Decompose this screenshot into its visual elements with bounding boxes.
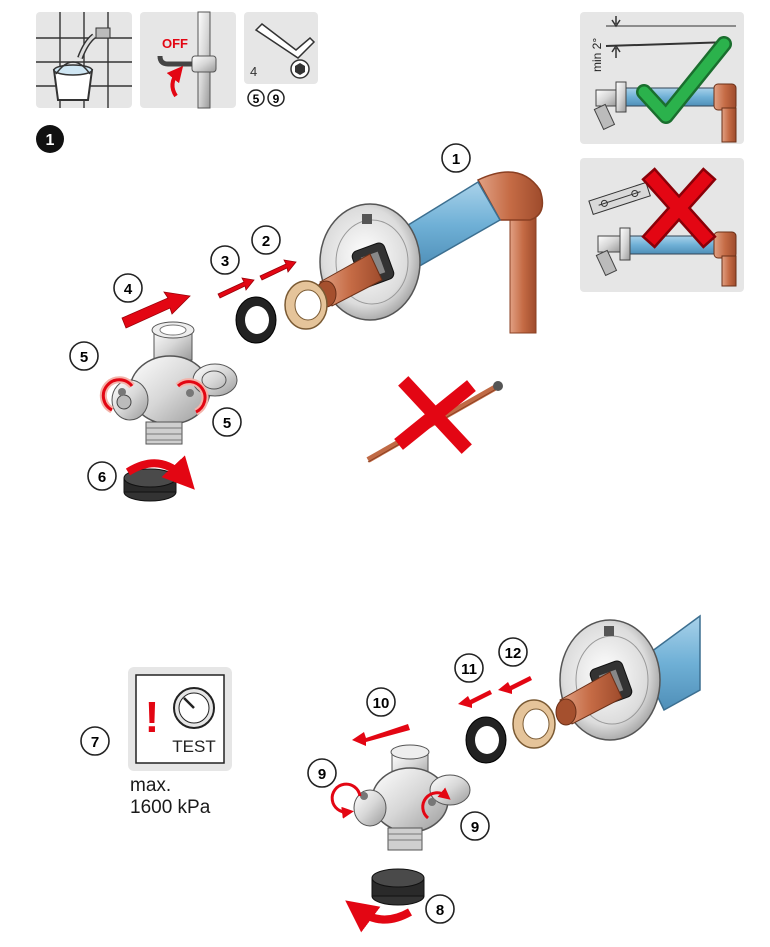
callout-4: 4 (113, 273, 143, 303)
test-label: TEST (172, 737, 215, 756)
lower-seal-ring-brass (512, 699, 556, 749)
callout-3: 3 (210, 245, 240, 275)
svg-text:2: 2 (262, 233, 270, 250)
upper-union-nut (123, 455, 195, 502)
incorrect-slope-panel (580, 158, 744, 292)
svg-text:9: 9 (318, 766, 326, 783)
callout-6: 6 (87, 461, 117, 491)
svg-text:5: 5 (223, 415, 231, 432)
cross-icon (394, 376, 476, 454)
pressure-test-panel: ! TEST (128, 667, 232, 771)
warning-icon: ! (145, 693, 160, 742)
correct-slope-panel: min 2° (580, 12, 744, 144)
lower-union-nut (345, 868, 425, 933)
hex-step-ref: 9 (273, 92, 280, 106)
upper-seal-ring-brass (284, 280, 328, 330)
svg-text:10: 10 (373, 695, 390, 712)
pressure-gauge-icon (173, 687, 215, 729)
hex-step-ref: 5 (253, 92, 260, 106)
pressure-note-line1: max. (130, 775, 172, 796)
callout-5: 5 (212, 407, 242, 437)
hex-key-step-refs: 5 9 (247, 89, 285, 107)
svg-text:5: 5 (80, 349, 88, 366)
hex-key-size: 4 (250, 64, 257, 79)
callout-12: 12 (498, 637, 528, 667)
pressure-note-line2: 1600 kPa (130, 797, 211, 818)
callout-11: 11 (454, 653, 484, 683)
callout-8: 8 (425, 894, 455, 924)
upper-direction-arrows (121, 259, 297, 329)
callout-5: 5 (69, 341, 99, 371)
svg-text:9: 9 (471, 819, 479, 836)
off-label: OFF (162, 36, 188, 51)
lower-pipe-assembly (555, 614, 701, 741)
svg-text:1: 1 (452, 151, 460, 168)
svg-text:4: 4 (124, 281, 133, 298)
drain-water-panel (36, 12, 132, 108)
callout-10: 10 (366, 687, 396, 717)
lower-direction-arrows (352, 676, 532, 746)
lower-rotate-arrows (330, 782, 451, 820)
upper-seal-ring-black (235, 296, 277, 344)
svg-text:12: 12 (505, 645, 522, 662)
incorrect-pipe-illustration (366, 376, 503, 463)
callout-9: 9 (307, 758, 337, 788)
svg-text:11: 11 (461, 661, 477, 678)
upper-valve-body (111, 321, 238, 445)
svg-text:7: 7 (91, 734, 99, 751)
slope-label: min 2° (590, 38, 604, 72)
step-number: 1 (46, 132, 55, 149)
callout-2: 2 (251, 225, 281, 255)
svg-text:3: 3 (221, 253, 229, 270)
upper-pipe-assembly (315, 171, 544, 334)
step-badge: 1 (36, 125, 64, 153)
lower-seal-ring-black (465, 716, 507, 764)
callout-1: 1 (441, 143, 471, 173)
lower-valve-body (353, 744, 471, 851)
hex-key-panel: 4 5 9 (244, 12, 318, 107)
svg-text:8: 8 (436, 902, 444, 919)
svg-text:6: 6 (98, 469, 106, 486)
callout-7: 7 (80, 726, 110, 756)
callouts: 1 2 3 4 5 5 6 7 8 9 9 10 11 12 (69, 143, 528, 924)
checkmark-icon (638, 38, 730, 122)
upper-rotate-arrows (99, 376, 209, 416)
pressure-note: max. 1600 kPa (130, 775, 210, 819)
cross-icon (641, 167, 717, 249)
callout-9: 9 (460, 811, 490, 841)
shut-off-valve-panel: OFF (140, 11, 236, 109)
